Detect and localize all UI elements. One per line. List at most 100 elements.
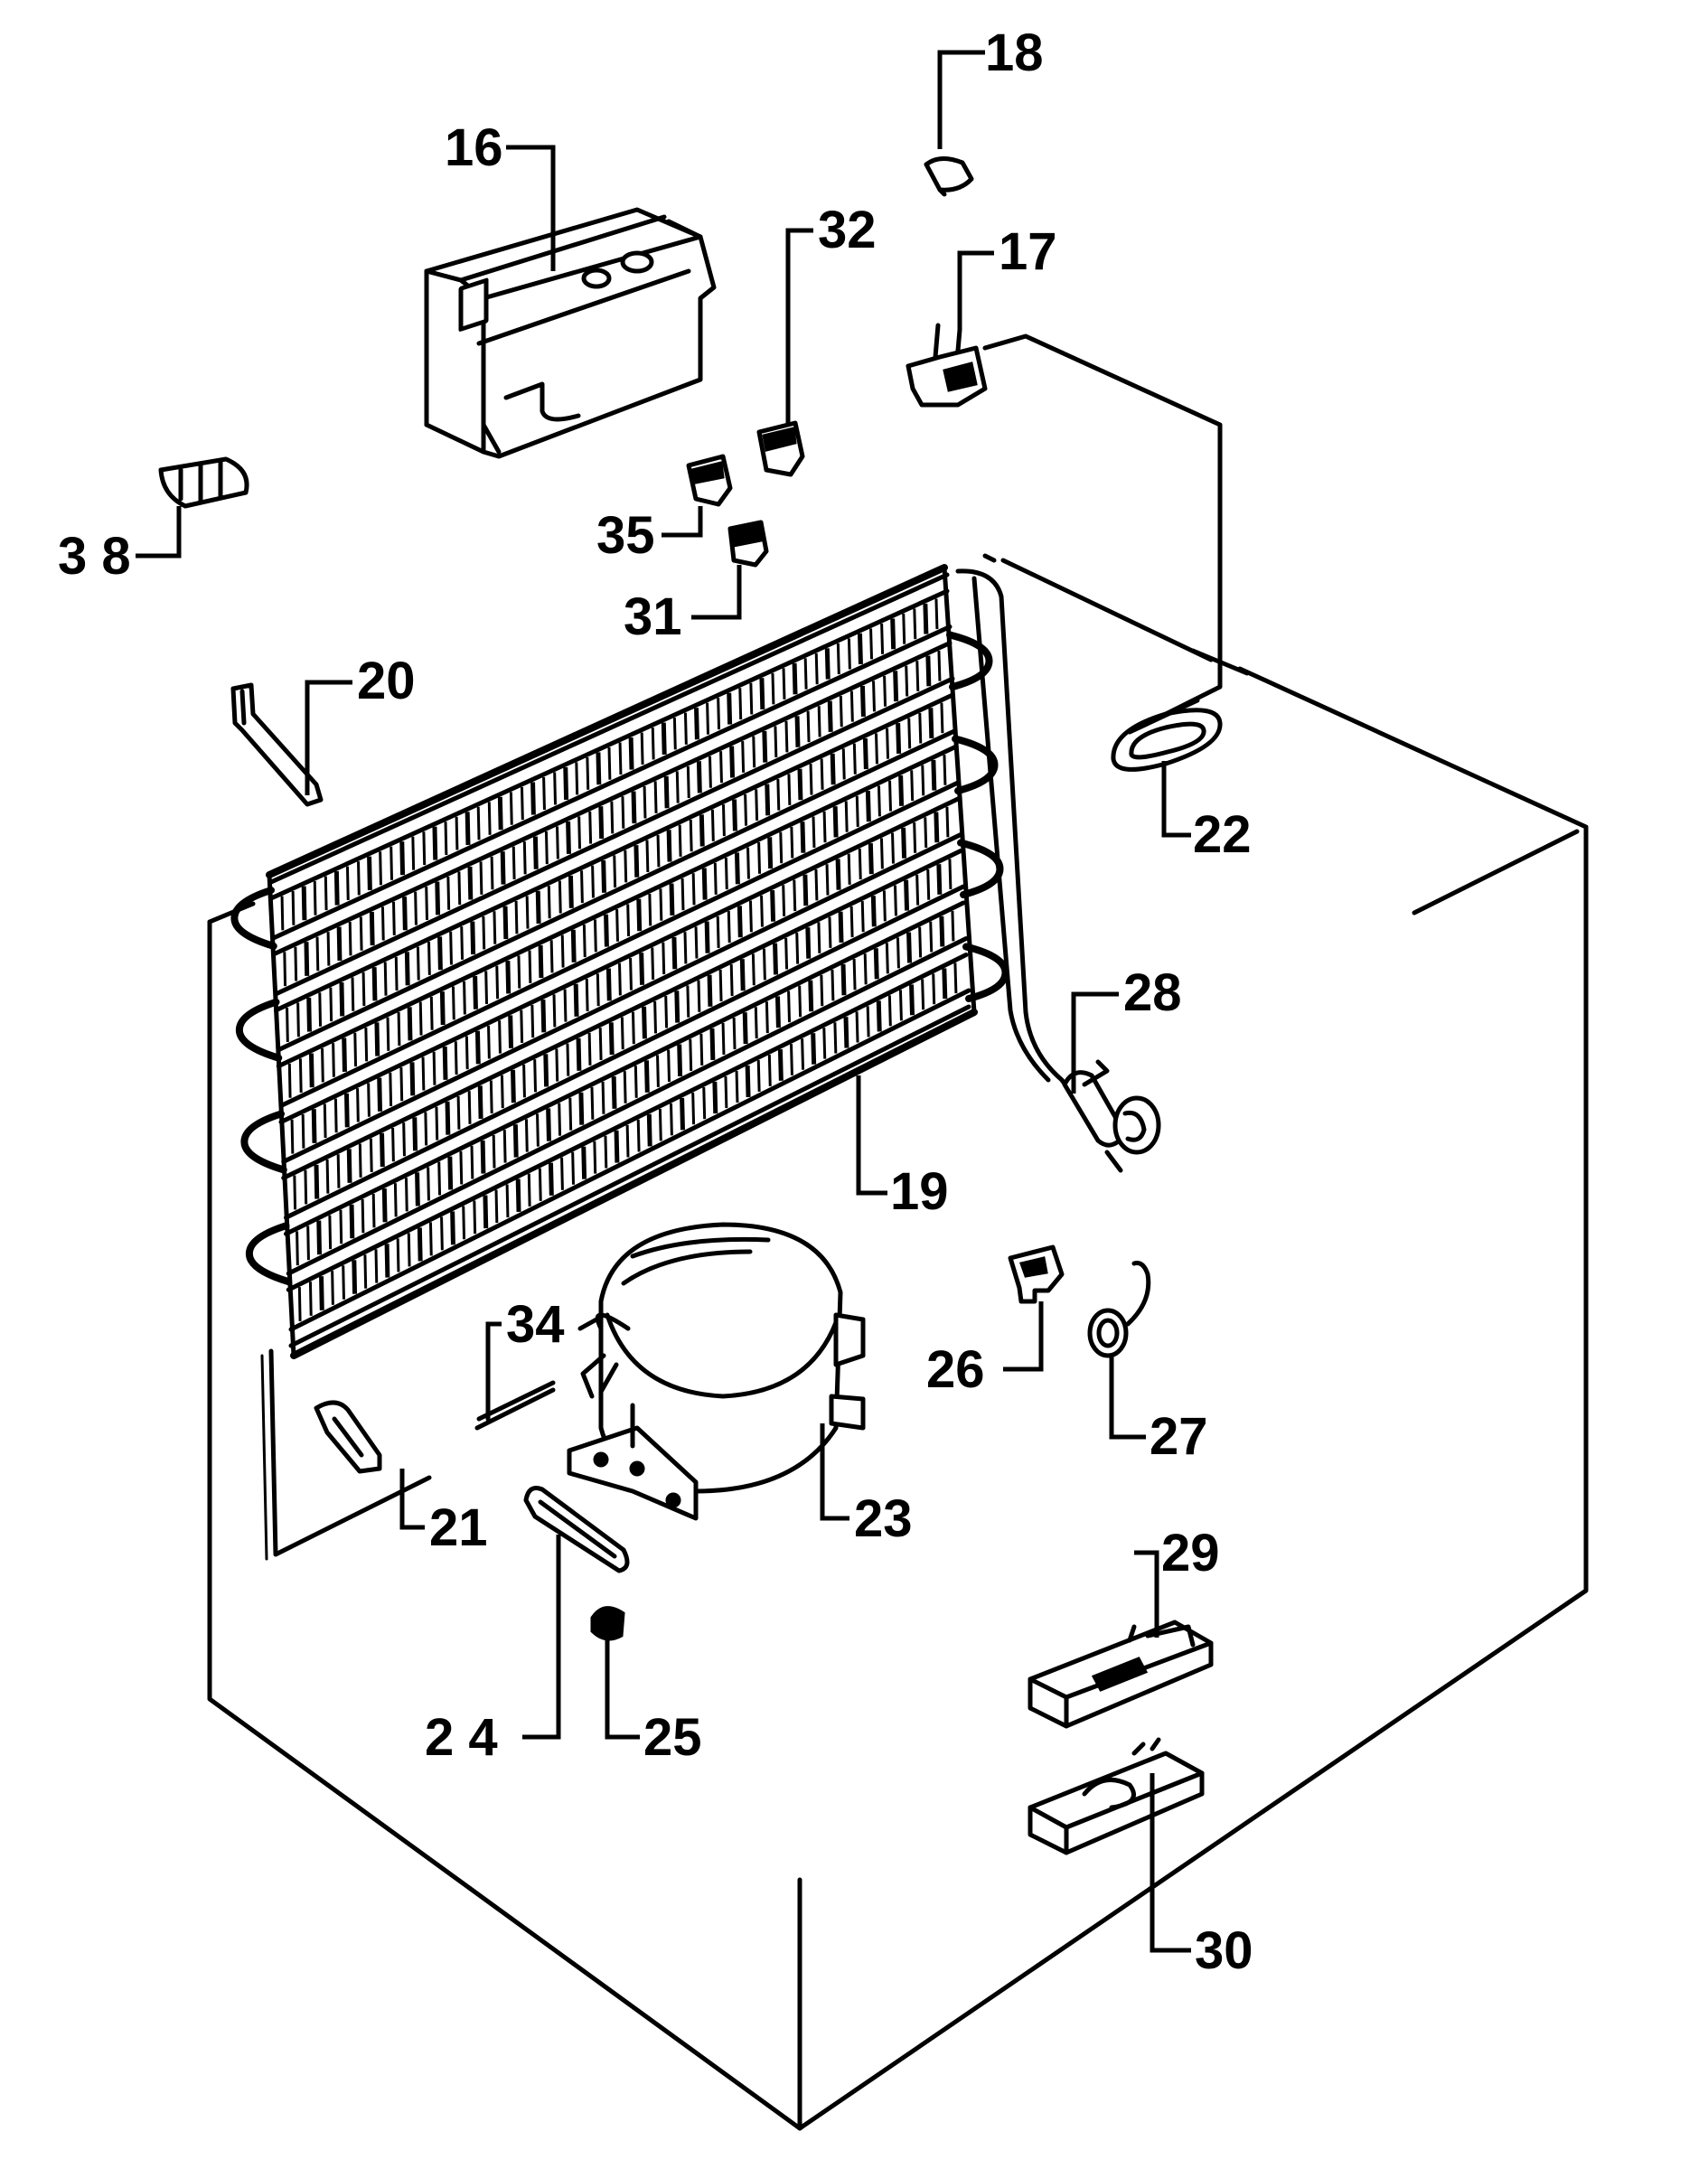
control-board-part-29 <box>1028 1620 1214 1729</box>
condenser-fin <box>542 776 546 811</box>
condenser-fin <box>870 896 877 927</box>
condenser-fin <box>934 812 940 843</box>
condenser-fin <box>352 1260 358 1294</box>
condenser-fin <box>672 718 677 750</box>
coil-part-28 <box>1062 1059 1161 1173</box>
leader-26 <box>1003 1301 1044 1372</box>
condenser-fin <box>830 753 836 785</box>
condenser-fin <box>656 1055 660 1087</box>
condenser-fin <box>293 1175 297 1210</box>
label-30: 30 <box>1195 1921 1253 1980</box>
condenser-return-bend <box>946 631 993 690</box>
condenser-fin <box>858 848 862 880</box>
condenser-fin <box>762 948 766 981</box>
condenser-fin <box>746 847 750 879</box>
condenser-fin <box>346 1149 352 1183</box>
condenser-fin <box>525 896 530 929</box>
condenser-tube-row <box>268 572 950 885</box>
switch-plate-part-30 <box>1028 1737 1205 1855</box>
condenser-fin <box>721 1022 726 1056</box>
condenser-fin <box>342 1265 345 1300</box>
condenser-fin <box>724 1075 728 1109</box>
condenser-fin <box>790 826 794 859</box>
condenser-fin <box>511 1069 516 1103</box>
condenser-fin <box>741 740 746 773</box>
refrigerant-tube-long <box>955 568 1101 1132</box>
condenser-tube-row <box>278 796 961 1124</box>
switch-part-35 <box>686 454 733 507</box>
leader-35 <box>662 506 703 538</box>
condenser-fin <box>411 836 416 870</box>
condenser-fin <box>636 1119 641 1152</box>
condenser-fin <box>287 1063 292 1098</box>
condenser-fin <box>784 720 789 753</box>
leader-22 <box>1161 761 1191 838</box>
condenser-fin <box>455 816 459 850</box>
condenser-fin <box>339 1209 343 1244</box>
condenser-fin <box>297 1287 302 1321</box>
condenser-fin <box>874 733 878 765</box>
condenser-fin <box>333 1098 338 1133</box>
condenser-fin <box>544 831 549 865</box>
condenser-fin <box>863 953 868 985</box>
condenser-fin <box>699 1033 704 1066</box>
condenser-fin <box>389 846 394 880</box>
condenser-fin <box>767 837 774 869</box>
condenser-fin <box>774 996 781 1028</box>
condenser-fin <box>520 1009 524 1044</box>
condenser-fin <box>623 1071 627 1103</box>
condenser-fin <box>888 780 893 812</box>
condenser-fin <box>814 869 819 901</box>
condenser-fin <box>671 936 678 970</box>
condenser-fin <box>633 1066 638 1098</box>
condenser-fin <box>361 972 366 1007</box>
condenser-fin <box>563 766 569 800</box>
condenser-fin <box>576 1038 582 1071</box>
condenser-fin <box>393 1183 398 1217</box>
condenser-fin <box>948 859 953 889</box>
condenser-fin <box>633 845 640 878</box>
tube-part-34 <box>474 1353 556 1431</box>
condenser-fin <box>446 876 451 910</box>
condenser-fin <box>332 1043 335 1077</box>
condenser-fin <box>578 1092 585 1125</box>
condenser-fin <box>937 651 942 681</box>
control-housing-part-16 <box>424 207 717 459</box>
condenser-fin <box>474 1030 481 1065</box>
condenser-fin <box>624 850 628 883</box>
condenser-fin <box>923 603 929 634</box>
condenser-fin <box>432 1051 436 1085</box>
condenser-fin <box>555 1048 559 1082</box>
condenser-fin <box>906 932 913 963</box>
condenser-fin <box>336 926 343 962</box>
condenser-fin <box>313 881 317 915</box>
condenser-fin <box>380 906 385 941</box>
condenser-fin <box>926 869 931 900</box>
condenser-fin <box>604 1135 608 1169</box>
cabinet-outline <box>207 553 1589 2131</box>
condenser-fin <box>435 1106 439 1141</box>
condenser-fin <box>301 886 307 921</box>
condenser-fin <box>439 991 446 1026</box>
condenser-fin <box>784 937 789 970</box>
condenser-fin <box>536 1113 540 1147</box>
condenser-fin <box>502 906 509 940</box>
condenser-fin <box>708 756 712 788</box>
condenser-fin <box>844 801 849 832</box>
condenser-tube-row <box>286 936 969 1276</box>
condenser-fin <box>742 1012 748 1045</box>
condenser-fin <box>409 1062 416 1096</box>
condenser-fin <box>404 952 410 986</box>
condenser-tube-row <box>281 849 963 1180</box>
condenser-fin <box>339 981 345 1017</box>
condenser-fin <box>530 782 536 815</box>
label-24: 2 4 <box>425 1708 498 1767</box>
thermostat-part-17 <box>906 323 988 408</box>
condenser-fin <box>669 883 675 915</box>
condenser-fin <box>451 986 455 1020</box>
condenser-fin <box>855 795 859 827</box>
condenser-fin <box>898 775 905 806</box>
condenser-fin <box>588 811 593 844</box>
condenser-fin <box>803 658 808 690</box>
